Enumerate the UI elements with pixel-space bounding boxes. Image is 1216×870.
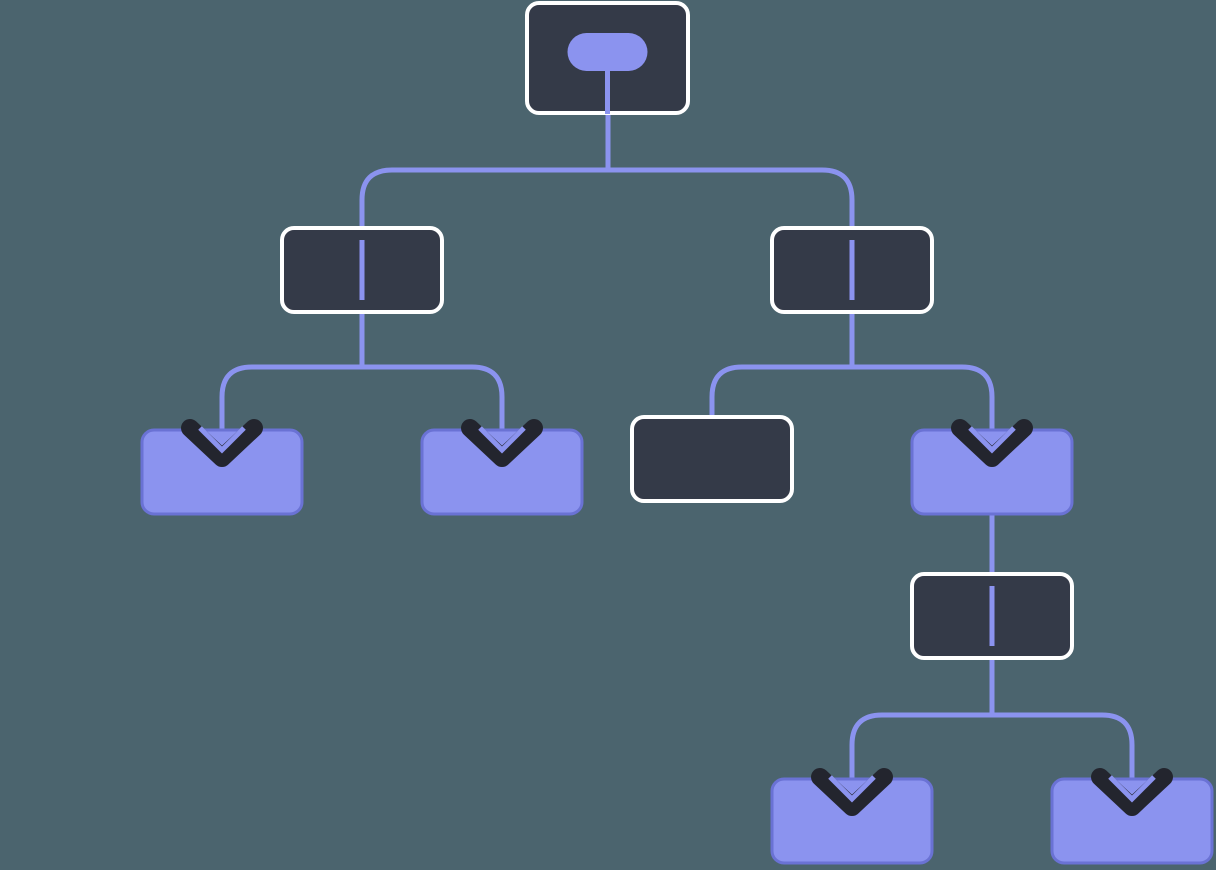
edge-level3-to-leaf-a bbox=[849, 712, 992, 784]
level4-leaf-b[interactable] bbox=[1050, 777, 1214, 865]
level4-leaf-b-arrowhead-icon bbox=[1091, 768, 1173, 816]
level2-leaf-b[interactable] bbox=[420, 428, 584, 516]
edge-level1-right-to-dark-leaf-c bbox=[709, 364, 852, 417]
edge-level1-right-to-leaf-d bbox=[852, 364, 995, 435]
root-node-pill-icon bbox=[567, 33, 648, 71]
node-layer bbox=[140, 1, 1214, 865]
level2-leaf-a-arrow-inner-chevron-icon bbox=[198, 426, 246, 454]
level2-leaf-a-body[interactable] bbox=[140, 428, 304, 516]
level2-leaf-b-body[interactable] bbox=[420, 428, 584, 516]
edge-root-to-level1-left bbox=[359, 167, 608, 228]
arrow-layer bbox=[181, 419, 1173, 816]
edge-level1-left-to-leaf-b bbox=[362, 364, 505, 435]
level2-dark-leaf-c[interactable] bbox=[630, 415, 794, 503]
edge-root-to-level1-right bbox=[608, 167, 855, 228]
level2-leaf-b-arrowhead-icon bbox=[461, 419, 543, 467]
level4-leaf-a-arrowhead-icon bbox=[811, 768, 893, 816]
level4-leaf-a-arrow-inner-chevron-icon bbox=[828, 775, 876, 803]
edge-level1-left-to-leaf-a bbox=[219, 364, 362, 435]
level2-leaf-d-arrow-inner-chevron-icon bbox=[968, 426, 1016, 454]
root-node[interactable] bbox=[525, 1, 690, 115]
level2-leaf-a-arrowhead-icon bbox=[181, 419, 263, 467]
level2-leaf-a[interactable] bbox=[140, 428, 304, 516]
level2-dark-leaf-c-body[interactable] bbox=[630, 415, 794, 503]
level2-leaf-b-arrow-inner-chevron-icon bbox=[478, 426, 526, 454]
level2-leaf-d[interactable] bbox=[910, 428, 1074, 516]
level2-leaf-d-arrowhead-icon bbox=[951, 419, 1033, 467]
level4-leaf-a[interactable] bbox=[770, 777, 934, 865]
level4-leaf-b-body[interactable] bbox=[1050, 777, 1214, 865]
line-through-layer bbox=[359, 240, 995, 646]
level4-leaf-a-body[interactable] bbox=[770, 777, 934, 865]
level4-leaf-b-arrow-inner-chevron-icon bbox=[1108, 775, 1156, 803]
edge-level3-to-leaf-b bbox=[992, 712, 1135, 784]
level2-leaf-d-body[interactable] bbox=[910, 428, 1074, 516]
